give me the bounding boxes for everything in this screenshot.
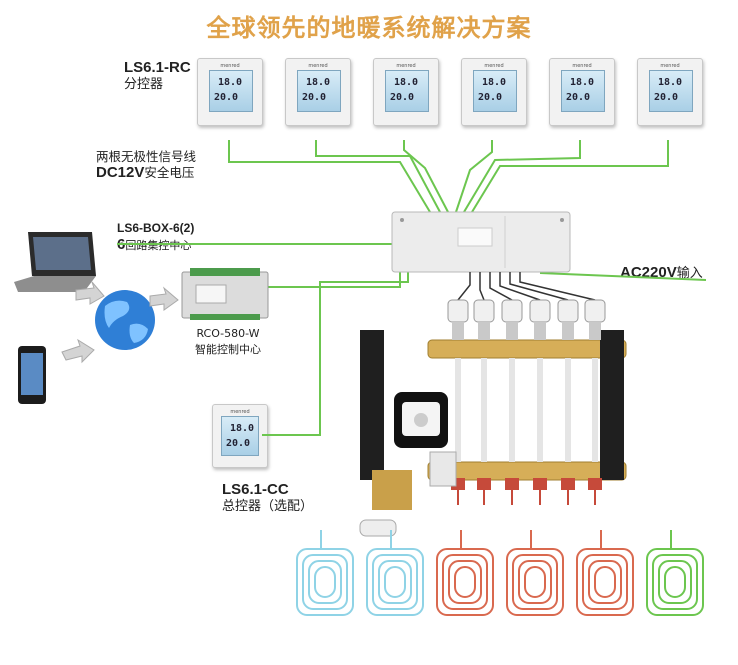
master-controller-name: 总控器（选配） xyxy=(222,499,314,514)
master-controller-label: LS6.1-CC 总控器（选配） xyxy=(222,482,313,515)
actuator-6 xyxy=(584,299,606,505)
thermostat-screen: 18.0 20.0 xyxy=(561,70,605,112)
laptop-icon xyxy=(14,232,96,292)
arrow-laptop-globe xyxy=(75,281,105,305)
room-thermostat-4: menred 18.0 20.0 xyxy=(461,58,527,126)
signal-wires xyxy=(117,140,707,436)
actuator-wire-6 xyxy=(519,272,596,301)
thermostat-screen: 18.0 20.0 xyxy=(209,70,253,112)
smart-control-center xyxy=(181,268,269,320)
circulation-pump xyxy=(394,392,448,448)
actuator-3 xyxy=(501,299,523,505)
signal-voltage: DC12V xyxy=(96,164,145,181)
heating-loop-1 xyxy=(296,530,354,616)
smart-center-name: 智能控制中心 xyxy=(195,343,261,356)
smart-center-wire xyxy=(265,270,401,288)
power-desc: 输入 xyxy=(676,266,703,281)
signal-line-desc: 两根无极性信号线 xyxy=(96,149,197,164)
manifold xyxy=(360,330,627,481)
actuator-wires xyxy=(457,272,596,301)
actuator-wire-2 xyxy=(479,272,485,301)
heating-loop-5 xyxy=(576,530,634,616)
master-controller-wire xyxy=(262,270,409,436)
thermostat-brand: menred xyxy=(308,63,328,69)
box-model: LS6-BOX-6(2) xyxy=(117,221,195,235)
thermostat-screen: 18.0 20.0 xyxy=(297,70,341,112)
thermostat-screen: 18.0 20.0 xyxy=(385,70,429,112)
thermostat-brand: menred xyxy=(230,409,250,415)
set-temperature: 18.0 xyxy=(394,77,419,88)
thermostat-brand: menred xyxy=(396,63,416,69)
room-thermostat-1: menred 18.0 20.0 xyxy=(197,58,263,126)
actuator-4 xyxy=(529,299,551,505)
room-thermostat-6: menred 18.0 20.0 xyxy=(637,58,703,126)
actuator-1 xyxy=(447,299,469,505)
arrow-globe-module xyxy=(149,286,179,311)
thermostat-screen: 18.0 20.0 xyxy=(649,70,693,112)
smart-center-label: RCO-580-W 智能控制中心 xyxy=(190,326,266,358)
room-temperature: 20.0 xyxy=(302,92,327,103)
actuator-wire-1 xyxy=(457,272,471,301)
set-temperature: 18.0 xyxy=(658,77,683,88)
room-temperature: 20.0 xyxy=(390,92,415,103)
heating-loop-6 xyxy=(646,530,704,616)
control-box xyxy=(391,211,571,273)
network-arrows xyxy=(61,281,179,364)
room-temperature: 20.0 xyxy=(214,92,239,103)
thermostat-brand: menred xyxy=(660,63,680,69)
room-thermostat-5: menred 18.0 20.0 xyxy=(549,58,615,126)
thermostat-screen: 18.0 20.0 xyxy=(473,70,517,112)
actuator-5 xyxy=(557,299,579,505)
thermostat-screen: 18.0 20.0 xyxy=(221,416,259,456)
actuator-2 xyxy=(473,299,495,505)
globe-icon xyxy=(95,290,155,350)
thermostat-brand: menred xyxy=(220,63,240,69)
set-temperature: 18.0 xyxy=(306,77,331,88)
signal-wire-4 xyxy=(455,140,493,213)
set-temperature: 18.0 xyxy=(230,423,255,434)
room-temperature: 20.0 xyxy=(478,92,503,103)
thermostat-brand: menred xyxy=(484,63,504,69)
heating-loop-3 xyxy=(436,530,494,616)
room-temperature: 20.0 xyxy=(566,92,591,103)
arrow-phone-globe xyxy=(61,338,95,364)
room-temperature: 20.0 xyxy=(226,438,251,449)
mixing-valve xyxy=(359,451,457,537)
room-thermostat-2: menred 18.0 20.0 xyxy=(285,58,351,126)
heating-loop-4 xyxy=(506,530,564,616)
actuator-wire-4 xyxy=(499,272,541,301)
room-controller-label: LS6.1-RC 分控器 xyxy=(124,60,191,93)
smartphone-icon xyxy=(18,346,46,404)
actuator-wire-5 xyxy=(509,272,569,301)
room-controller-name: 分控器 xyxy=(124,77,164,92)
power-wire xyxy=(539,272,707,281)
heating-loop-2 xyxy=(366,530,424,616)
page-title: 全球领先的地暖系统解决方案 xyxy=(206,14,532,42)
master-controller: menred 18.0 20.0 xyxy=(212,404,268,468)
actuator-wire-3 xyxy=(489,272,513,301)
smart-center-model: RCO-580-W xyxy=(196,327,260,340)
signal-wire-6 xyxy=(471,140,669,213)
signal-wire-2 xyxy=(315,140,441,213)
actuator-group xyxy=(447,299,606,505)
signal-wire-3 xyxy=(403,140,449,213)
floor-heating-loops xyxy=(296,530,704,616)
signal-wire-5 xyxy=(463,140,581,213)
set-temperature: 18.0 xyxy=(218,77,243,88)
signal-line-label: 两根无极性信号线 DC12V安全电压 xyxy=(96,149,196,181)
master-controller-model: LS6.1-CC xyxy=(222,481,289,498)
signal-voltage-desc: 安全电压 xyxy=(144,165,195,180)
signal-wire-1 xyxy=(228,140,431,213)
room-temperature: 20.0 xyxy=(654,92,679,103)
box-desc: 回路集控中心 xyxy=(125,239,192,252)
room-controller-model: LS6.1-RC xyxy=(124,59,191,76)
set-temperature: 18.0 xyxy=(482,77,507,88)
set-temperature: 18.0 xyxy=(570,77,595,88)
room-thermostat-3: menred 18.0 20.0 xyxy=(373,58,439,126)
thermostat-brand: menred xyxy=(572,63,592,69)
